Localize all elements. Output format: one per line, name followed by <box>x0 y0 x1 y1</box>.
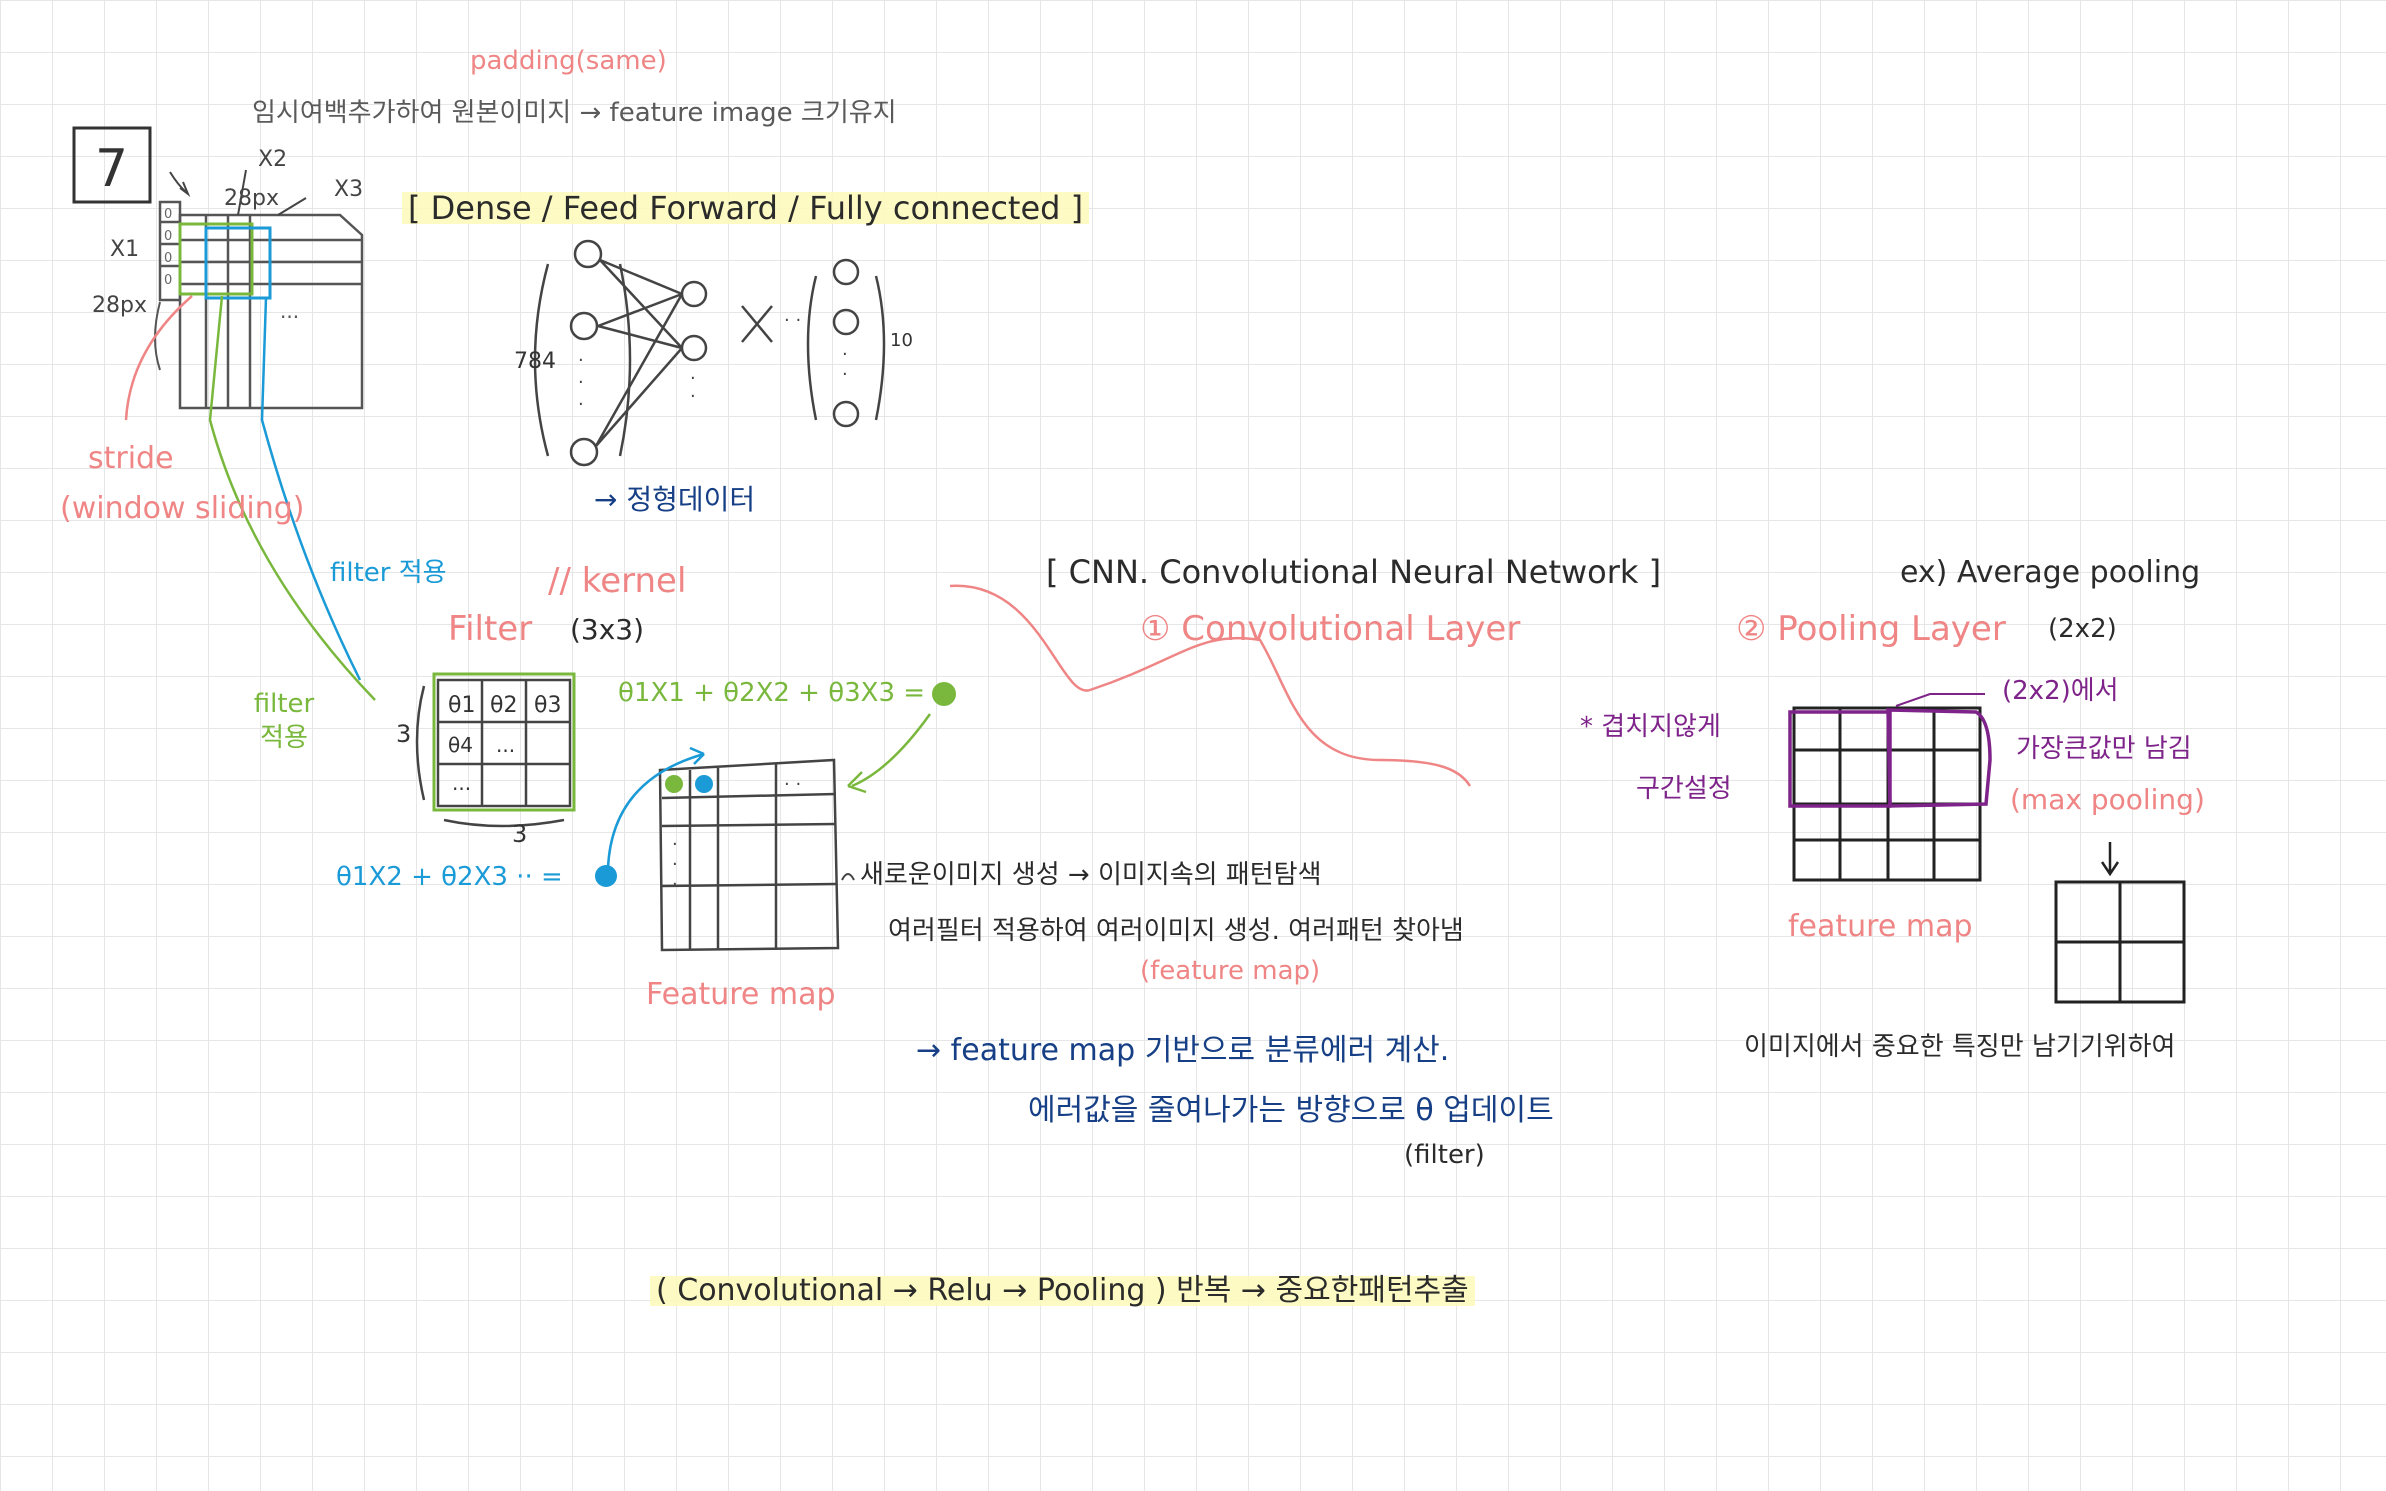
training-note-2-sub: (filter) <box>1404 1140 1485 1170</box>
svg-text:θ1: θ1 <box>448 693 475 718</box>
pool-window-2 <box>1886 708 1992 808</box>
filter-size: (3x3) <box>570 613 645 646</box>
stride-curve <box>124 295 193 421</box>
filter-title: Filter <box>448 609 533 649</box>
blue-connector <box>260 297 362 681</box>
pool-layer-size: (2x2) <box>2048 614 2117 644</box>
stride-line2: (window sliding) <box>60 491 305 526</box>
pool-max-paren: (max pooling) <box>2010 783 2205 816</box>
cnn-title: [ CNN. Convolutional Neural Network ] <box>1046 553 1662 591</box>
svg-text:·: · <box>842 364 848 385</box>
pool-section: 구간설정 <box>1636 774 1732 804</box>
svg-text:· ·: · · <box>784 774 801 795</box>
svg-text:0: 0 <box>164 251 172 266</box>
pool-max-note: 가장큰값만 남김 <box>2016 734 2192 764</box>
pool-note-connector <box>1895 693 1985 707</box>
svg-text:·: · <box>672 834 678 855</box>
pool-example: ex) Average pooling <box>1900 555 2201 590</box>
digit-box <box>72 126 152 204</box>
training-note-1: → feature map 기반으로 분류에러 계산. <box>916 1033 1450 1068</box>
svg-text:·: · <box>578 372 584 393</box>
filter-apply-green: filter 적용 <box>253 689 315 753</box>
equation-blue: θ1X2 + θ2X3 ·· = <box>336 862 563 892</box>
conv-layer-label: ① Convolutional Layer <box>1140 609 1521 649</box>
svg-text:θ2: θ2 <box>490 693 517 718</box>
conv-note-2-sub: (feature map) <box>1140 956 1321 986</box>
window-green <box>178 222 254 296</box>
pool-layer-label: ② Pooling Layer <box>1736 609 2006 649</box>
label-x1: X1 <box>110 237 139 262</box>
green-eq-result <box>932 682 956 706</box>
pool-summary: 이미지에서 중요한 특징만 남기기위하여 <box>1744 1032 2176 1062</box>
training-note-2: 에러값을 줄여나가는 방향으로 θ 업데이트 <box>1028 1093 1554 1128</box>
dense-output-count: 10 <box>890 330 913 351</box>
svg-text:...: ... <box>280 299 299 323</box>
pool-window-note: (2x2)에서 <box>2002 676 2119 706</box>
label-height-px: 28px <box>92 293 147 318</box>
equation-green: θ1X1 + θ2X2 + θ3X3 = <box>618 678 926 708</box>
svg-text:·: · <box>672 874 678 895</box>
green-connector <box>208 295 376 701</box>
dense-network <box>533 239 886 467</box>
svg-text:·: · <box>690 368 696 389</box>
window-blue <box>204 226 272 300</box>
svg-text:·: · <box>842 344 848 365</box>
svg-text:...: ... <box>496 733 515 757</box>
conv-note-2: 여러필터 적용하여 여러이미지 생성. 여러패턴 찾아냄 <box>888 916 1464 946</box>
cnn-wave <box>949 584 1472 787</box>
svg-text:· ·: · · <box>784 310 801 331</box>
filter-apply-blue: filter 적용 <box>330 558 447 588</box>
stride-line1: stride <box>88 441 174 476</box>
fm-cell-blue <box>695 775 713 793</box>
pool-down-arrow <box>2100 842 2120 877</box>
green-eq-arrow <box>851 713 932 788</box>
svg-text:·: · <box>578 394 584 415</box>
fm-cell-green <box>665 775 683 793</box>
svg-text:θ4: θ4 <box>448 733 473 757</box>
dense-input-count: 784 <box>514 349 556 374</box>
conv-feature-map <box>658 758 840 952</box>
bottom-formula: ( Convolutional → Relu → Pooling ) 반복 → … <box>650 1276 1475 1306</box>
svg-text:·: · <box>672 854 678 875</box>
feature-map-label: Feature map <box>646 977 836 1012</box>
svg-text:...: ... <box>452 771 471 795</box>
padding-desc: 임시여백추가하여 원본이미지 → feature image 크기유지 <box>252 98 897 128</box>
pool-feature-map: feature map <box>1788 909 1973 944</box>
svg-text:0: 0 <box>164 273 172 288</box>
filter-grid <box>415 678 572 828</box>
conv-note-1: 새로운이미지 생성 → 이미지속의 패턴탐색 <box>860 860 1322 890</box>
label-width-px: 28px <box>224 186 279 211</box>
svg-text:·: · <box>578 350 584 371</box>
blue-eq-result <box>595 865 617 887</box>
svg-text:0: 0 <box>164 229 172 244</box>
blue-eq-arrow <box>606 752 705 869</box>
pool-no-overlap: * 겹치지않게 <box>1580 712 1721 742</box>
input-image-grid <box>158 200 364 410</box>
filter-dim-left: 3 <box>396 720 411 748</box>
filter-dim-bottom: 3 <box>512 820 527 848</box>
label-x3: X3 <box>334 177 363 202</box>
digit-text: 7 <box>95 139 128 199</box>
filter-outline-green <box>432 672 576 812</box>
padding-title: padding(same) <box>470 46 667 76</box>
dense-structured-note: → 정형데이터 <box>594 483 756 516</box>
filter-kernel: // kernel <box>548 561 687 601</box>
svg-text:·: · <box>690 386 696 407</box>
dense-title: [ Dense / Feed Forward / Fully connected… <box>402 192 1090 224</box>
svg-text:θ3: θ3 <box>534 693 561 718</box>
label-x2: X2 <box>258 147 287 172</box>
svg-text:0: 0 <box>164 207 172 222</box>
pooled-grid <box>2054 880 2186 1004</box>
